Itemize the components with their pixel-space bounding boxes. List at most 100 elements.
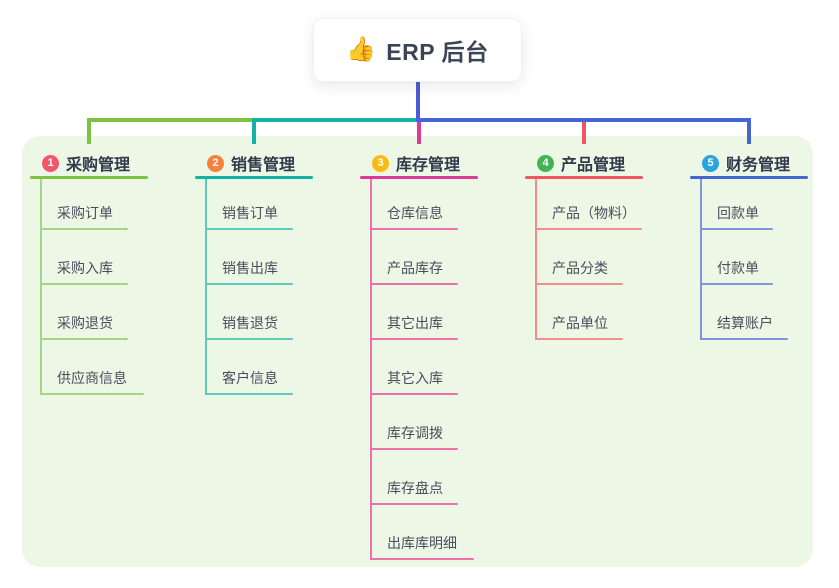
branch-label: 采购管理 xyxy=(66,157,131,174)
child-label: 出库库明细 xyxy=(387,535,457,551)
child-node[interactable]: 销售订单 xyxy=(205,201,293,230)
branch-underline xyxy=(195,176,313,179)
branch-number-badge: 5 xyxy=(702,154,719,172)
child-underline xyxy=(535,228,642,230)
thumbs-up-icon: 👍 xyxy=(346,36,377,63)
child-node[interactable]: 其它出库 xyxy=(370,311,458,340)
child-label: 销售订单 xyxy=(222,205,278,221)
branches-panel xyxy=(22,136,813,567)
child-underline xyxy=(370,228,458,230)
branch-5: 5 财务管理回款单付款单结算账户 xyxy=(690,146,808,340)
child-label: 供应商信息 xyxy=(57,370,127,386)
child-underline xyxy=(535,283,623,285)
child-node[interactable]: 采购退货 xyxy=(40,311,128,340)
child-node[interactable]: 采购订单 xyxy=(40,201,128,230)
child-underline xyxy=(205,393,293,395)
child-label: 回款单 xyxy=(717,205,759,221)
branch-spine xyxy=(370,179,372,560)
child-label: 产品（物料） xyxy=(552,205,636,221)
child-node[interactable]: 产品分类 xyxy=(535,256,623,285)
child-label: 采购订单 xyxy=(57,205,113,221)
child-node[interactable]: 出库库明细 xyxy=(370,531,474,560)
child-node[interactable]: 销售出库 xyxy=(205,256,293,285)
branch-drop-5 xyxy=(747,122,751,144)
child-node[interactable]: 仓库信息 xyxy=(370,201,458,230)
child-underline xyxy=(370,503,458,505)
root-connector-line xyxy=(416,82,420,118)
child-node[interactable]: 销售退货 xyxy=(205,311,293,340)
branch-label: 销售管理 xyxy=(231,157,296,174)
child-label: 库存调拨 xyxy=(387,425,443,441)
child-underline xyxy=(205,283,293,285)
child-underline xyxy=(205,338,293,340)
branch-label: 财务管理 xyxy=(726,157,791,174)
child-label: 其它出库 xyxy=(387,315,443,331)
branch-header[interactable]: 2 销售管理 xyxy=(195,150,313,176)
branch-header[interactable]: 1 采购管理 xyxy=(30,150,148,176)
branch-spine xyxy=(205,179,207,395)
child-underline xyxy=(40,283,128,285)
child-node[interactable]: 付款单 xyxy=(700,256,773,285)
root-node[interactable]: 👍 ERP 后台 xyxy=(313,18,522,82)
branch-underline xyxy=(525,176,643,179)
child-underline xyxy=(40,338,128,340)
child-label: 付款单 xyxy=(717,260,759,276)
branch-spine xyxy=(535,179,537,340)
branch-header[interactable]: 5 财务管理 xyxy=(690,150,808,176)
child-underline xyxy=(370,558,474,560)
branch-label: 产品管理 xyxy=(561,157,626,174)
child-label: 库存盘点 xyxy=(387,480,443,496)
child-label: 仓库信息 xyxy=(387,205,443,221)
child-underline xyxy=(700,228,773,230)
child-underline xyxy=(205,228,293,230)
branch-drop-1 xyxy=(87,122,91,144)
child-label: 销售出库 xyxy=(222,260,278,276)
branch-underline xyxy=(690,176,808,179)
child-label: 客户信息 xyxy=(222,370,278,386)
branch-drop-4 xyxy=(582,122,586,144)
branch-spine xyxy=(40,179,42,395)
child-node[interactable]: 产品（物料） xyxy=(535,201,642,230)
child-label: 产品单位 xyxy=(552,315,608,331)
child-node[interactable]: 结算账户 xyxy=(700,311,788,340)
child-node[interactable]: 库存盘点 xyxy=(370,476,458,505)
child-node[interactable]: 供应商信息 xyxy=(40,366,144,395)
child-label: 结算账户 xyxy=(717,315,773,331)
branch-underline xyxy=(30,176,148,179)
child-node[interactable]: 客户信息 xyxy=(205,366,293,395)
child-label: 产品库存 xyxy=(387,260,443,276)
child-underline xyxy=(535,338,623,340)
branch-drop-2 xyxy=(252,122,256,144)
child-label: 产品分类 xyxy=(552,260,608,276)
child-node[interactable]: 产品库存 xyxy=(370,256,458,285)
branch-drop-3 xyxy=(417,122,421,144)
child-label: 销售退货 xyxy=(222,315,278,331)
child-underline xyxy=(40,228,128,230)
branch-4: 4 产品管理产品（物料） 产品分类产品单位 xyxy=(525,146,643,340)
branch-spine xyxy=(700,179,702,340)
branch-number-badge: 1 xyxy=(42,154,59,172)
child-underline xyxy=(370,283,458,285)
branch-label: 库存管理 xyxy=(396,157,461,174)
child-label: 采购入库 xyxy=(57,260,113,276)
branch-underline xyxy=(360,176,478,179)
bus-segment-2 xyxy=(252,118,420,122)
branch-number-badge: 2 xyxy=(207,154,224,172)
branch-2: 2 销售管理销售订单销售出库销售退货客户信息 xyxy=(195,146,313,395)
child-label: 其它入库 xyxy=(387,370,443,386)
child-underline xyxy=(370,448,458,450)
child-underline xyxy=(700,283,773,285)
child-node[interactable]: 产品单位 xyxy=(535,311,623,340)
bus-segment-5 xyxy=(416,118,751,122)
child-node[interactable]: 其它入库 xyxy=(370,366,458,395)
child-underline xyxy=(370,338,458,340)
child-node[interactable]: 库存调拨 xyxy=(370,421,458,450)
child-node[interactable]: 回款单 xyxy=(700,201,773,230)
child-underline xyxy=(700,338,788,340)
branch-header[interactable]: 4 产品管理 xyxy=(525,150,643,176)
branch-number-badge: 4 xyxy=(537,154,554,172)
child-node[interactable]: 采购入库 xyxy=(40,256,128,285)
